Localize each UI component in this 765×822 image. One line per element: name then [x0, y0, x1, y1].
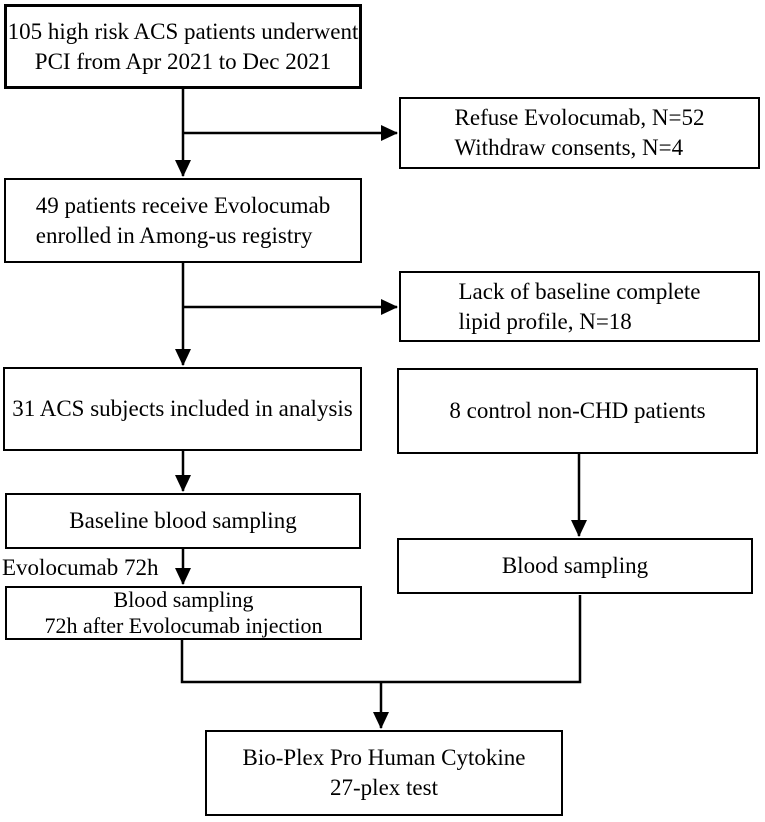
box-cytokine-test: Bio-Plex Pro Human Cytokine 27-plex test: [205, 730, 563, 816]
box-post-sampling-line-1: Blood sampling: [113, 587, 254, 612]
box-excluded-refuse: Refuse Evolocumab, N=52 Withdraw consent…: [399, 97, 760, 169]
box-screened-text: 105 high risk ACS patients underwent PCI…: [8, 17, 359, 77]
box-cytokine-test-line-1: Bio-Plex Pro Human Cytokine: [242, 745, 526, 770]
box-cytokine-test-text: Bio-Plex Pro Human Cytokine 27-plex test: [242, 743, 525, 803]
box-enrolled-line-2: enrolled in Among-us registry: [35, 222, 313, 248]
box-excluded-lipid-line-1: Lack of baseline complete: [458, 278, 701, 304]
box-post-sampling: Blood sampling 72h after Evolocumab inje…: [5, 586, 362, 640]
box-screened-line-1: 105 high risk ACS patients underwent: [7, 18, 359, 44]
box-analyzed: 31 ACS subjects included in analysis: [3, 367, 362, 451]
box-excluded-refuse-text: Refuse Evolocumab, N=52 Withdraw consent…: [455, 103, 705, 163]
box-control-line-1: 8 control non-CHD patients: [449, 398, 706, 423]
box-control-text: 8 control non-CHD patients: [449, 396, 705, 426]
label-evolocumab-72h: Evolocumab 72h: [2, 555, 159, 580]
box-control-sampling: Blood sampling: [397, 538, 753, 594]
box-control: 8 control non-CHD patients: [397, 368, 758, 454]
box-baseline-sampling-text: Baseline blood sampling: [69, 506, 296, 536]
box-excluded-lipid-text: Lack of baseline complete lipid profile,…: [458, 277, 700, 337]
box-enrolled-line-1: 49 patients receive Evolocumab: [35, 192, 331, 218]
box-baseline-sampling: Baseline blood sampling: [5, 493, 361, 549]
box-excluded-lipid: Lack of baseline complete lipid profile,…: [399, 271, 760, 342]
box-control-sampling-line-1-wrap: Blood sampling: [502, 551, 648, 581]
box-excluded-lipid-line-2: lipid profile, N=18: [458, 308, 632, 334]
box-baseline-sampling-line-1: Baseline blood sampling: [69, 508, 297, 533]
box-enrolled-text: 49 patients receive Evolocumab enrolled …: [36, 191, 330, 251]
box-excluded-refuse-line-2: Withdraw consents, N=4: [454, 135, 684, 160]
box-cytokine-test-line-2: 27-plex test: [330, 775, 438, 800]
box-screened-line-2: PCI from Apr 2021 to Dec 2021: [34, 48, 332, 74]
box-enrolled: 49 patients receive Evolocumab enrolled …: [4, 178, 362, 263]
box-analyzed-line-1: 31 ACS subjects included in analysis: [12, 396, 353, 421]
box-post-sampling-line-2: 72h after Evolocumab injection: [44, 613, 323, 638]
box-screened: 105 high risk ACS patients underwent PCI…: [4, 4, 362, 89]
box-control-sampling-line-1: Blood sampling: [501, 553, 649, 578]
box-post-sampling-text: Blood sampling 72h after Evolocumab inje…: [45, 587, 323, 639]
box-analyzed-text: 31 ACS subjects included in analysis: [12, 394, 353, 424]
box-excluded-refuse-line-1: Refuse Evolocumab, N=52: [454, 105, 705, 130]
